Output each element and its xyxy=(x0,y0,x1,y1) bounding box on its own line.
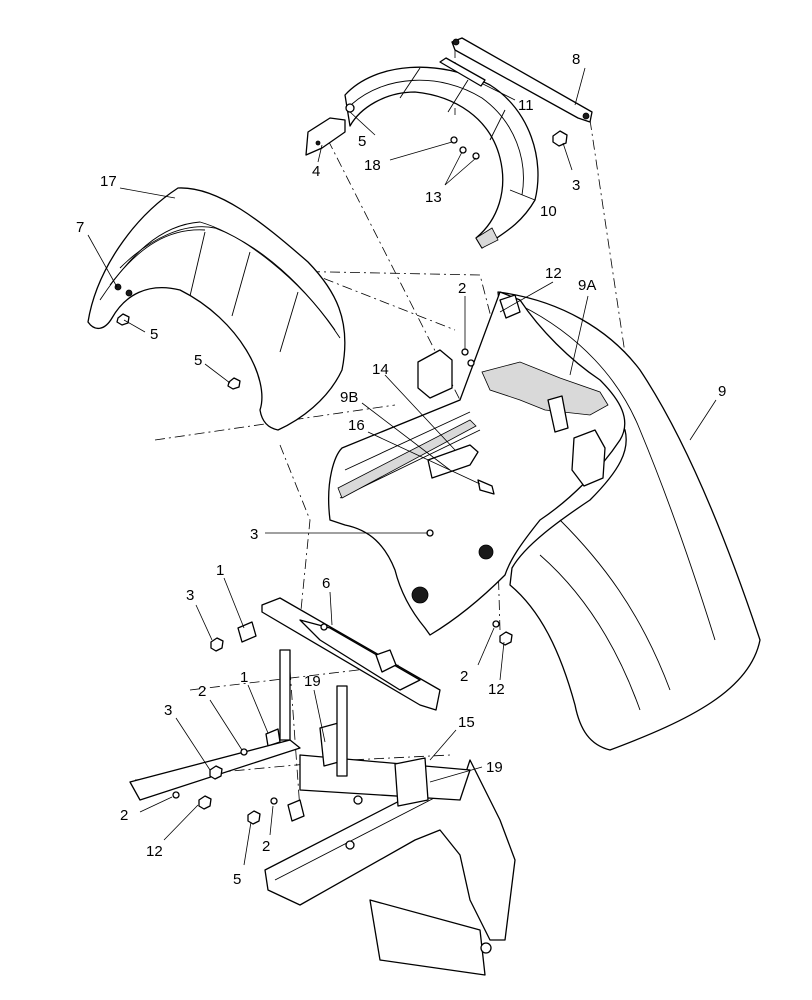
washer-2-mid xyxy=(492,620,500,628)
part-6-bracket xyxy=(261,597,441,711)
nut-12-upper xyxy=(467,359,475,367)
callout-17: 17 xyxy=(100,173,117,190)
callout-12-lower: 12 xyxy=(146,843,163,860)
part-18-washer xyxy=(450,136,458,144)
washer-2-lower-b xyxy=(172,791,180,799)
callout-3-lower-a: 3 xyxy=(186,587,194,604)
callout-1-lower: 1 xyxy=(240,669,248,686)
part-15-lower-frame xyxy=(129,649,516,976)
nut-5-left xyxy=(116,313,130,326)
callout-2-lower-a: 2 xyxy=(198,683,206,700)
washer-2-lower-a xyxy=(240,748,248,756)
callout-6: 6 xyxy=(322,575,330,592)
callout-5-upper: 5 xyxy=(358,133,366,150)
part-16-pin xyxy=(477,479,495,495)
callout-2-mid: 2 xyxy=(460,668,468,685)
callout-7: 7 xyxy=(76,219,84,236)
callout-15: 15 xyxy=(458,714,475,731)
callout-3-mid: 3 xyxy=(250,526,258,543)
part-4-bracket xyxy=(305,117,346,156)
bolt-3-lower-a xyxy=(210,637,224,652)
callout-labels: 8 11 5 4 18 13 10 3 17 7 5 5 2 12 9A 9 1… xyxy=(76,51,726,888)
callout-14: 14 xyxy=(372,361,389,378)
part-13-clip-a xyxy=(459,146,467,154)
callout-12-mid: 12 xyxy=(488,681,505,698)
bolt-3-lower-b xyxy=(209,765,223,780)
nut-12-mid xyxy=(499,631,513,646)
callout-13: 13 xyxy=(425,189,442,206)
part-9-main-fender xyxy=(328,291,761,751)
nut-5-lower xyxy=(227,377,241,390)
part-19-rod-left xyxy=(279,649,291,741)
part-8-strip xyxy=(451,37,593,123)
callout-9B: 9B xyxy=(340,389,358,406)
callout-3-lower-b: 3 xyxy=(164,702,172,719)
washer-2-lower-c xyxy=(270,797,278,805)
callout-3-top: 3 xyxy=(572,177,580,194)
leader-lines xyxy=(87,67,717,866)
nut-5-bottom xyxy=(247,810,261,825)
part-13-clip-b xyxy=(472,152,480,160)
part-1-clip-upper xyxy=(237,621,257,643)
callout-9: 9 xyxy=(718,383,726,400)
callout-19-right: 19 xyxy=(486,759,503,776)
callout-5-left: 5 xyxy=(150,326,158,343)
part-19-rod-right xyxy=(336,685,348,777)
callout-11: 11 xyxy=(518,97,534,114)
callout-8: 8 xyxy=(572,51,580,68)
nut-12-lower xyxy=(198,795,212,810)
callout-5-lower: 5 xyxy=(194,352,202,369)
bolt-3-top xyxy=(552,130,568,147)
part-17-fender-cover xyxy=(87,187,346,431)
callout-9A: 9A xyxy=(578,277,596,294)
callout-16: 16 xyxy=(348,417,365,434)
part-11-seal-strip xyxy=(439,57,486,87)
callout-2-lower-b: 2 xyxy=(120,807,128,824)
callout-4: 4 xyxy=(312,163,320,180)
callout-2-upper: 2 xyxy=(458,280,466,297)
callout-1-upper: 1 xyxy=(216,562,224,579)
nut-5-upper xyxy=(345,103,355,113)
callout-2-lower-c: 2 xyxy=(262,838,270,855)
callout-19-left: 19 xyxy=(304,673,321,690)
callout-12-upper: 12 xyxy=(545,265,562,282)
callout-5-bottom: 5 xyxy=(233,871,241,888)
callout-18: 18 xyxy=(364,157,381,174)
callout-10: 10 xyxy=(540,203,557,220)
